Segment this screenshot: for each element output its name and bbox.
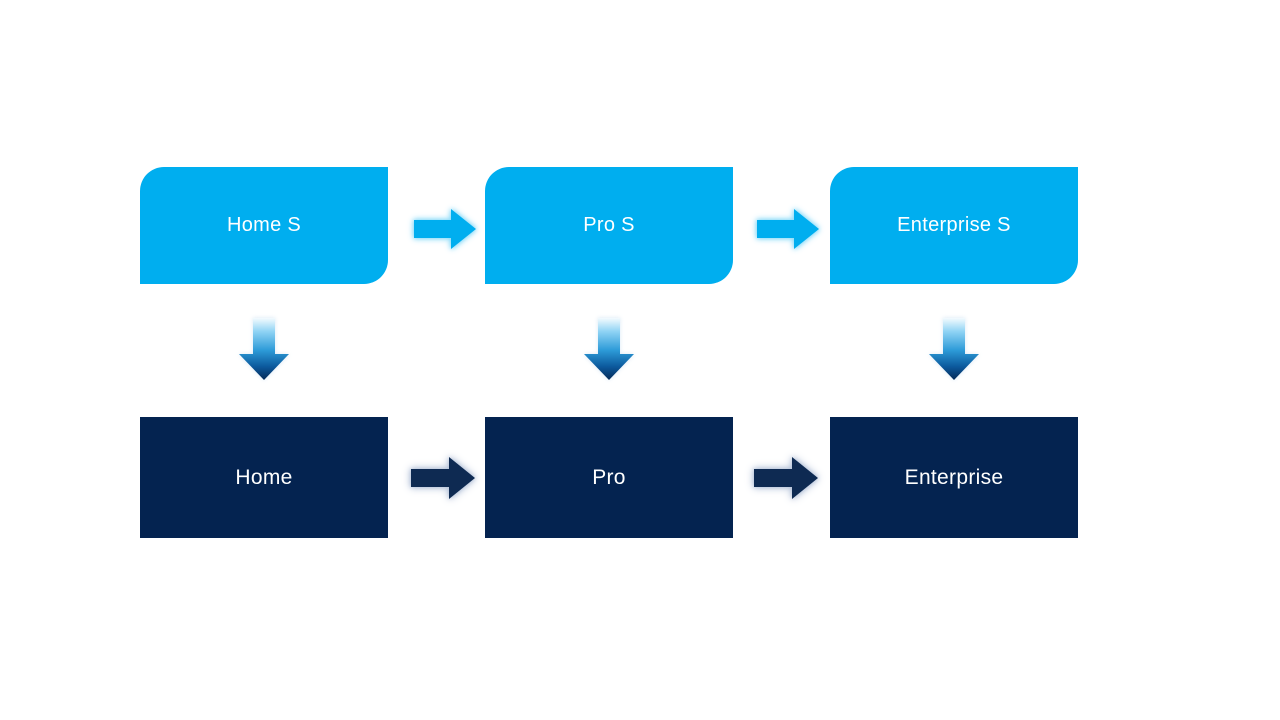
right-arrow-icon: [411, 455, 477, 501]
node-home-s-label: Home S: [226, 214, 302, 236]
down-arrow-icon: [929, 318, 979, 380]
down-arrow-icon: [239, 318, 289, 380]
node-pro-s-label: Pro S: [583, 214, 635, 236]
node-enterprise-label: Enterprise: [904, 465, 1004, 489]
node-pro-label: Pro: [592, 465, 626, 489]
node-pro: Pro: [485, 417, 733, 538]
node-enterprise-s: Enterprise S: [830, 167, 1078, 284]
right-arrow-icon: [414, 207, 478, 251]
node-home-label: Home: [235, 465, 293, 489]
node-home-s: Home S: [140, 167, 388, 284]
down-arrow-icon: [584, 318, 634, 380]
right-arrow-icon: [754, 455, 820, 501]
node-enterprise-s-label: Enterprise S: [897, 214, 1011, 236]
node-enterprise: Enterprise: [830, 417, 1078, 538]
node-pro-s: Pro S: [485, 167, 733, 284]
node-home: Home: [140, 417, 388, 538]
right-arrow-icon: [757, 207, 821, 251]
